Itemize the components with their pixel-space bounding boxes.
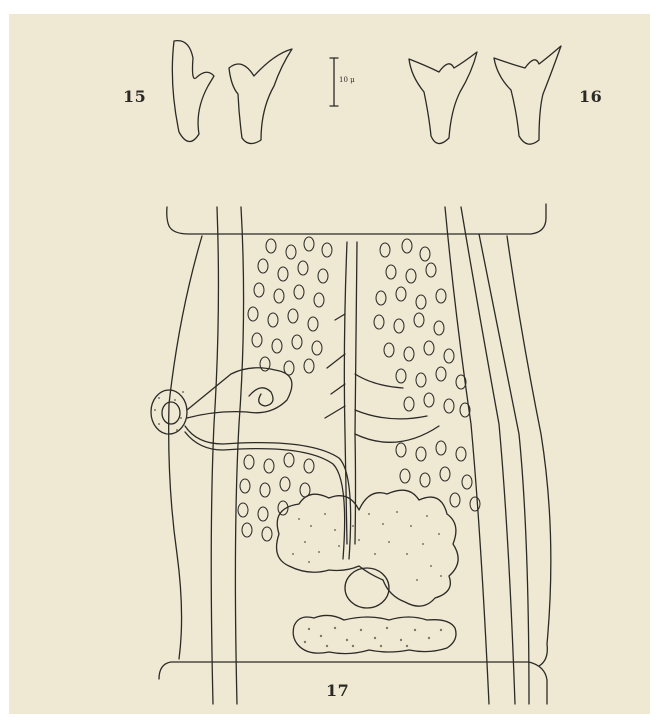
inner-line-left-2 <box>235 207 243 704</box>
hook-16-right <box>494 46 561 144</box>
stippling <box>154 391 442 647</box>
vitellarium <box>293 615 456 653</box>
testes <box>238 237 480 541</box>
figure-label-17: 17 <box>326 681 349 700</box>
body-left-wall <box>169 236 202 659</box>
body-right-wall <box>507 236 551 666</box>
body-top-outline <box>167 204 546 234</box>
inner-line-right-3 <box>479 234 529 704</box>
vas-deferens <box>249 388 273 406</box>
vagina-duct <box>185 426 351 559</box>
plate-illustration <box>9 14 650 714</box>
figure-label-16: 16 <box>579 87 602 106</box>
shell-gland <box>345 568 389 608</box>
hook-15-right <box>229 49 292 144</box>
uterus-branches <box>325 314 439 442</box>
hook-16-left <box>409 52 477 144</box>
inner-line-right-1 <box>445 207 489 704</box>
scale-bar-label: 10 μ <box>339 76 355 84</box>
hook-15-left <box>172 41 214 142</box>
inner-line-left-1 <box>211 207 218 704</box>
plate-page: 15 16 17 10 μ <box>9 14 650 714</box>
ovary <box>277 490 459 606</box>
figure-label-15: 15 <box>123 87 146 106</box>
